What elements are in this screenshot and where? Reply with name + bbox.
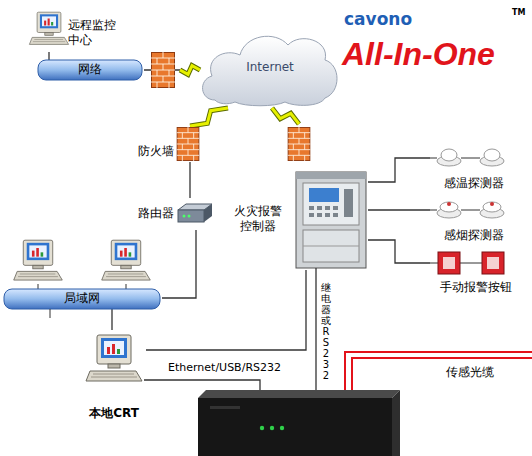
node-label: 感烟探测器 xyxy=(444,228,504,243)
node-label: 防火墙 xyxy=(138,144,174,159)
text-label: cavono xyxy=(344,10,412,30)
text-label: TM xyxy=(512,8,525,17)
connector xyxy=(146,270,306,350)
text-label: 传感光缆 xyxy=(446,366,494,380)
network-pipe xyxy=(38,60,142,80)
device-node: 本地CRT xyxy=(84,330,146,424)
computer-icon xyxy=(86,335,142,381)
firewall-icon xyxy=(177,127,200,161)
connector-line xyxy=(48,52,49,60)
device-node: 感烟探测器 xyxy=(430,198,520,246)
connector-line xyxy=(368,158,430,182)
node-label: 感温探测器 xyxy=(444,176,504,191)
connector xyxy=(368,240,430,263)
computer-icon xyxy=(14,240,63,280)
firewall-icon xyxy=(151,52,175,88)
node-label: 局域网 xyxy=(4,291,160,306)
wireless-link xyxy=(180,66,200,75)
connector-line xyxy=(111,309,112,330)
wire xyxy=(50,309,51,318)
computer-icon xyxy=(102,240,151,280)
connector-line xyxy=(162,230,196,298)
node-label: Internet xyxy=(200,60,340,75)
connector-line xyxy=(368,240,430,263)
sensing-fiber xyxy=(352,358,532,392)
connector xyxy=(368,210,430,211)
device-node: 手动报警按钮 xyxy=(430,250,526,298)
connector xyxy=(368,158,430,182)
connector xyxy=(49,52,50,60)
device-node: Internet xyxy=(200,28,342,108)
device-node: 网络 xyxy=(38,60,144,80)
sensing-fiber xyxy=(345,352,532,392)
device-node: 路由器 xyxy=(132,198,214,230)
node-label: 火灾报警控制器 xyxy=(230,204,286,234)
smoke-detector-icon xyxy=(430,202,504,218)
wire xyxy=(315,268,316,392)
device-node: 远程监控中心 xyxy=(28,4,124,52)
wire xyxy=(126,284,127,289)
wireless-link xyxy=(190,108,228,126)
heat-detector-icon xyxy=(430,149,504,166)
node-label: 路由器 xyxy=(138,206,174,221)
text-label: Ethernet/USB/RS232 xyxy=(168,362,281,375)
firewall-icon xyxy=(288,127,311,161)
node-label: 远程监控中心 xyxy=(68,18,122,48)
router-icon xyxy=(178,204,212,222)
computer-icon xyxy=(29,12,68,44)
device-node: 防火墙 xyxy=(132,126,204,162)
host-device xyxy=(198,390,400,456)
node-label: 网络 xyxy=(38,62,142,77)
lan-pipe xyxy=(4,289,160,309)
wireless-link xyxy=(272,108,299,124)
connector-line xyxy=(189,162,190,198)
wireless-link xyxy=(190,108,228,126)
controller-cabinet xyxy=(296,172,366,268)
wireless-link xyxy=(272,108,299,124)
manual-call-point-icon xyxy=(430,252,504,274)
text-label: All-In-One xyxy=(342,36,495,73)
connector-line xyxy=(146,270,306,350)
wire xyxy=(38,284,39,289)
connector xyxy=(190,108,228,126)
connector xyxy=(162,230,196,298)
device-node: 感温探测器 xyxy=(430,146,520,194)
connector xyxy=(190,162,191,198)
connector xyxy=(272,108,299,124)
wireless-link xyxy=(180,66,200,75)
connector-line xyxy=(368,209,430,210)
node-label: 手动报警按钮 xyxy=(440,280,512,295)
node-label: 本地CRT xyxy=(84,406,144,421)
device-node: 火灾报警控制器 xyxy=(218,124,368,270)
text-label: 继电器或RS232 xyxy=(321,282,331,381)
connector xyxy=(112,309,113,330)
device-node: 局域网 xyxy=(4,289,162,309)
